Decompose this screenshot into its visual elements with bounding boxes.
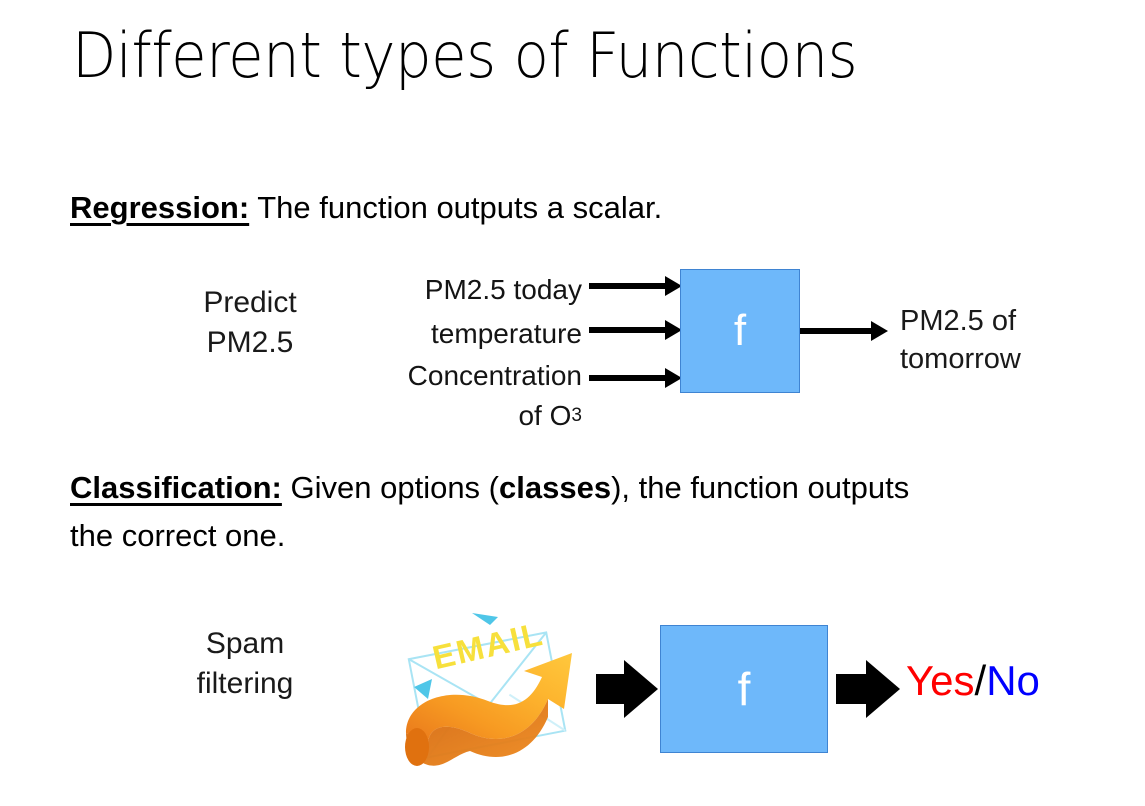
arrow-shaft — [800, 328, 873, 334]
regression-input-arrow-2 — [589, 320, 682, 340]
arrow-head — [665, 276, 682, 296]
arrow-shaft — [589, 283, 667, 289]
classification-heading-line2: the correct one. — [70, 518, 286, 553]
classification-task-label: Spam filtering — [150, 624, 340, 703]
regression-output-line2: tomorrow — [900, 343, 1021, 376]
page-title: Different types of Functions — [72, 19, 858, 92]
classification-task-label-line1: Spam — [205, 627, 285, 660]
arrow-head — [665, 368, 682, 388]
regression-input-2: temperature — [431, 318, 582, 349]
regression-input-arrow-3 — [589, 368, 682, 388]
email-icon-svg: EMAIL — [405, 613, 572, 766]
arrow-shaft — [589, 375, 667, 381]
regression-input-labels: PM2.5 today temperature Concentration of… — [330, 268, 582, 436]
classification-lead-label: Classification: — [70, 470, 282, 505]
arrow-head — [665, 320, 682, 340]
regression-output-arrow — [800, 321, 890, 341]
regression-input-arrow-1 — [589, 276, 682, 296]
arrow-side-face — [406, 699, 548, 766]
regression-output-label: PM2.5 of tomorrow — [900, 302, 1090, 379]
classification-output-yes: Yes — [906, 657, 975, 704]
regression-task-label-line2: PM2.5 — [206, 325, 294, 359]
regression-function-letter: f — [733, 306, 747, 355]
regression-function-box: f — [680, 269, 800, 393]
classification-function-box: f — [660, 625, 828, 753]
regression-input-4-subscript: 3 — [571, 405, 582, 427]
classification-description-part2: ), the function outputs — [611, 470, 910, 505]
regression-output-line1: PM2.5 of — [900, 305, 1017, 337]
classification-output-arrow — [836, 660, 902, 718]
classification-description-part1: Given options ( — [281, 470, 500, 505]
arrow-top-face — [406, 653, 572, 745]
arrow-head — [871, 321, 888, 341]
arrow-tail-cap — [405, 728, 429, 766]
regression-input-1: PM2.5 today — [424, 274, 582, 305]
classification-output-no: No — [986, 657, 1040, 704]
regression-lead-label: Regression: — [70, 190, 250, 225]
arrow-shaft — [589, 327, 667, 333]
arrow-head — [624, 660, 658, 718]
arrow-shaft — [836, 674, 868, 704]
arrow-shaft — [596, 674, 626, 704]
regression-input-4-prefix: of O — [518, 400, 572, 431]
classification-input-arrow — [596, 660, 658, 718]
arrow-head — [866, 660, 900, 718]
regression-task-label-line1: Predict — [203, 286, 297, 319]
regression-task-label: Predict PM2.5 — [150, 283, 350, 362]
classification-task-label-line2: filtering — [196, 666, 294, 700]
classification-function-letter: f — [737, 663, 751, 715]
orange-curved-arrow — [405, 653, 572, 766]
email-icon: EMAIL — [392, 605, 582, 790]
classification-description-strong: classes — [499, 470, 612, 505]
classification-heading: Classification: Given options (classes),… — [70, 468, 909, 508]
regression-description: The function outputs a scalar. — [249, 190, 663, 225]
regression-input-3: Concentration — [407, 360, 582, 391]
classification-output-separator: / — [974, 657, 987, 704]
regression-heading: Regression: The function outputs a scala… — [70, 188, 662, 228]
classification-output-label: Yes/No — [906, 660, 1040, 702]
